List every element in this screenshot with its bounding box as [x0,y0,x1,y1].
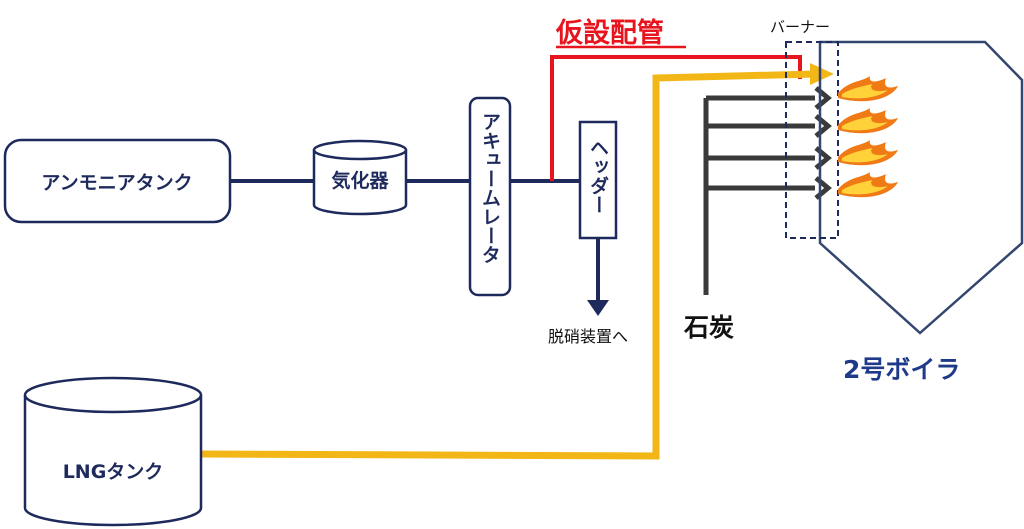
denitration-arrowhead [587,300,609,316]
coal-arrowheads [814,86,832,200]
lng-tank-label: LNGタンク [63,461,164,483]
boiler-label: 2号ボイラ [843,355,960,384]
accumulator-label: アキュームレータ [479,112,501,264]
flame-1 [838,76,898,102]
burner-box [785,41,839,239]
flame-2 [838,108,898,134]
ammonia-tank-label: アンモニアタンク [41,172,192,194]
vaporizer: 気化器 [312,139,408,216]
temporary-piping-title: 仮設配管 [555,17,664,49]
boiler-outline [818,40,1024,335]
flame-3 [838,140,898,166]
header-label: ヘッダー [587,138,609,214]
lng-tank: LNGタンク [23,376,203,527]
ammonia-tank [3,138,232,224]
coal-label: 石炭 [683,313,734,342]
coal-arrows [703,95,815,295]
burner-label: バーナー [770,18,830,36]
flames [838,76,898,198]
lng-arrowhead [810,63,834,85]
lng-pipe-line [201,70,816,460]
flame-4 [838,172,898,198]
header-box [578,120,618,240]
accumulator [468,96,512,297]
temporary-piping-line [550,55,802,181]
vaporizer-label: 気化器 [331,169,389,192]
denitration-label: 脱硝装置へ [548,327,628,346]
